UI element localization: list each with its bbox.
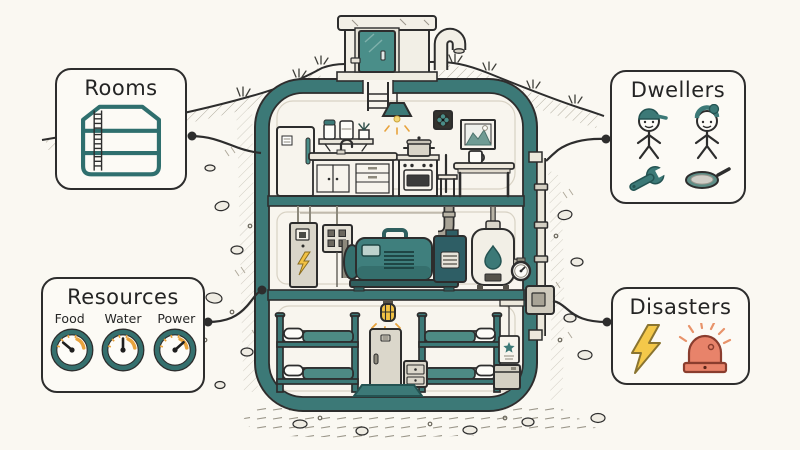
chair bbox=[437, 153, 458, 197]
vent-pipe bbox=[433, 27, 467, 70]
electrical-panel bbox=[289, 222, 318, 288]
disasters-title: Disasters bbox=[629, 295, 732, 319]
water-tank bbox=[471, 207, 515, 290]
pendant-lamp bbox=[381, 92, 413, 135]
table bbox=[453, 150, 515, 198]
star-poster bbox=[498, 299, 525, 364]
vent-fan bbox=[433, 110, 453, 130]
jar bbox=[339, 120, 354, 140]
dwellers-callout[interactable]: Dwellers bbox=[610, 70, 746, 204]
dweller-male-icon bbox=[636, 108, 668, 160]
water-gauge bbox=[101, 328, 145, 372]
rooms-callout[interactable]: Rooms bbox=[55, 68, 187, 190]
standpipe bbox=[525, 151, 555, 341]
picture-frame bbox=[460, 119, 496, 150]
food-label: Food bbox=[54, 311, 85, 326]
rooms-title: Rooms bbox=[84, 76, 158, 100]
lightning-bolt-icon bbox=[630, 324, 661, 374]
cooking-pot bbox=[403, 136, 435, 157]
pressure-gauge bbox=[510, 257, 532, 282]
disasters-connector bbox=[552, 299, 608, 324]
kitchen-floor bbox=[276, 92, 515, 198]
entrance-hut bbox=[336, 15, 467, 111]
frying-pan-icon bbox=[684, 167, 731, 189]
dwellers-connector bbox=[545, 137, 607, 162]
generator bbox=[341, 207, 467, 292]
stove bbox=[396, 136, 440, 197]
rooms-connector bbox=[191, 134, 262, 155]
nightstand bbox=[403, 360, 428, 388]
bunk-bed-left bbox=[274, 312, 361, 393]
bunker-levels-icon bbox=[80, 104, 162, 177]
resources-title: Resources bbox=[67, 285, 179, 309]
sink-faucet bbox=[336, 138, 354, 155]
counter-cabinets bbox=[308, 138, 398, 197]
power-gauge bbox=[153, 328, 196, 372]
mug bbox=[468, 150, 485, 164]
callout-connectors bbox=[187, 131, 612, 327]
plant bbox=[358, 122, 370, 140]
floor-divider-2 bbox=[267, 289, 525, 301]
dwellers-title: Dwellers bbox=[630, 78, 726, 102]
alarm-siren-icon bbox=[679, 323, 732, 374]
dormitory-floor bbox=[274, 299, 525, 397]
resources-connector bbox=[206, 289, 263, 324]
locker bbox=[369, 328, 402, 388]
rug bbox=[352, 384, 424, 397]
power-label: Power bbox=[157, 311, 196, 326]
dweller-female-icon bbox=[695, 104, 720, 160]
water-label: Water bbox=[104, 311, 142, 326]
water-droplet-icon bbox=[484, 244, 502, 270]
fridge bbox=[276, 126, 315, 197]
teal-door bbox=[358, 30, 396, 73]
disasters-callout[interactable]: Disasters bbox=[611, 287, 750, 385]
resources-callout[interactable]: Resources Food Water Power bbox=[41, 277, 205, 393]
food-gauge bbox=[50, 328, 93, 372]
floor-divider-1 bbox=[267, 195, 525, 207]
bunk-bed-right bbox=[416, 312, 503, 393]
crate bbox=[493, 364, 521, 390]
machinery-floor bbox=[289, 206, 532, 292]
jar bbox=[323, 123, 336, 140]
pebbles bbox=[204, 164, 606, 436]
wrench-icon bbox=[629, 165, 669, 191]
